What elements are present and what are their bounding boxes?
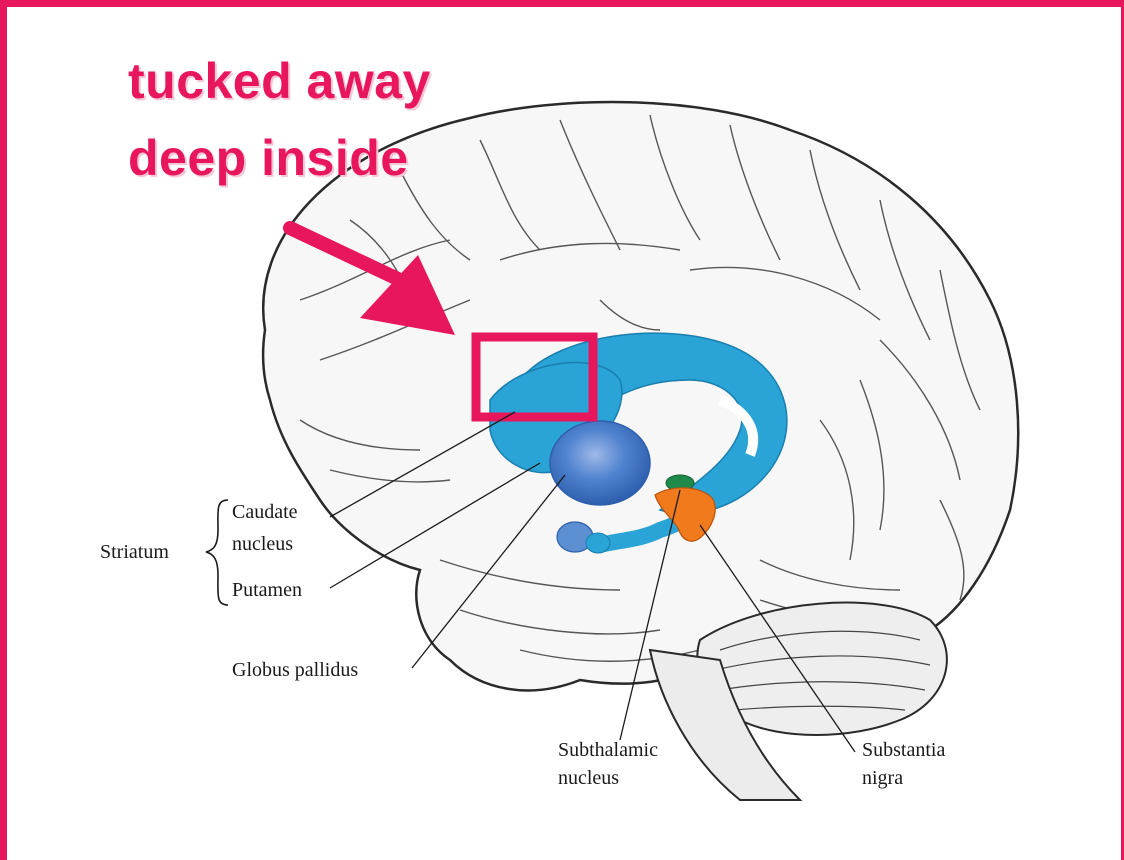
striatum-brace	[206, 500, 228, 605]
tail-end-shape	[586, 533, 610, 553]
label-caudate-line-1: Caudate	[232, 500, 298, 524]
label-substantia-line-2: nigra	[862, 766, 903, 790]
label-subthalamic-line-2: nucleus	[558, 766, 619, 790]
annotation-line-1: tucked away	[128, 48, 431, 114]
annotation-line-2: deep inside	[128, 125, 409, 191]
label-globus-pallidus: Globus pallidus	[232, 658, 358, 682]
label-subthalamic-line-1: Subthalamic	[558, 738, 658, 762]
label-putamen: Putamen	[232, 578, 302, 602]
globus-pallidus-shape	[550, 421, 650, 505]
label-striatum: Striatum	[100, 540, 169, 564]
label-substantia-line-1: Substantia	[862, 738, 945, 762]
label-caudate-line-2: nucleus	[232, 532, 293, 556]
